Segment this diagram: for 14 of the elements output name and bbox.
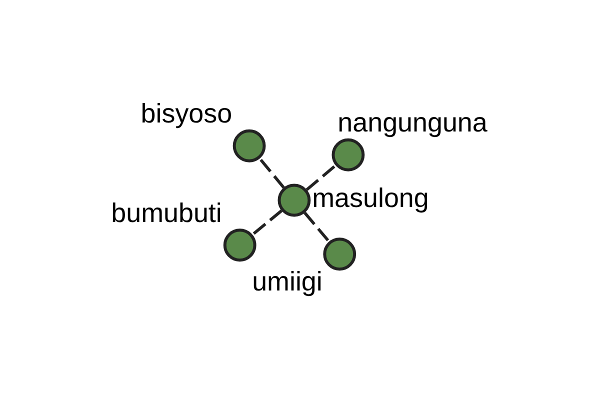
connector: [250, 210, 283, 237]
node-circle: [278, 184, 311, 217]
node-circle: [223, 228, 256, 262]
node-label: masulong: [312, 182, 429, 213]
node-circle: [323, 238, 356, 271]
connector: [306, 164, 338, 191]
node-circle: [232, 129, 266, 162]
node-label: nangunguna: [338, 108, 488, 138]
connector: [258, 156, 285, 189]
node-label: bumubuti: [111, 198, 222, 228]
node-label: bisyoso: [140, 98, 232, 129]
node-circle: [332, 138, 365, 172]
node-label: umiigi: [252, 266, 322, 297]
connector: [304, 212, 331, 244]
